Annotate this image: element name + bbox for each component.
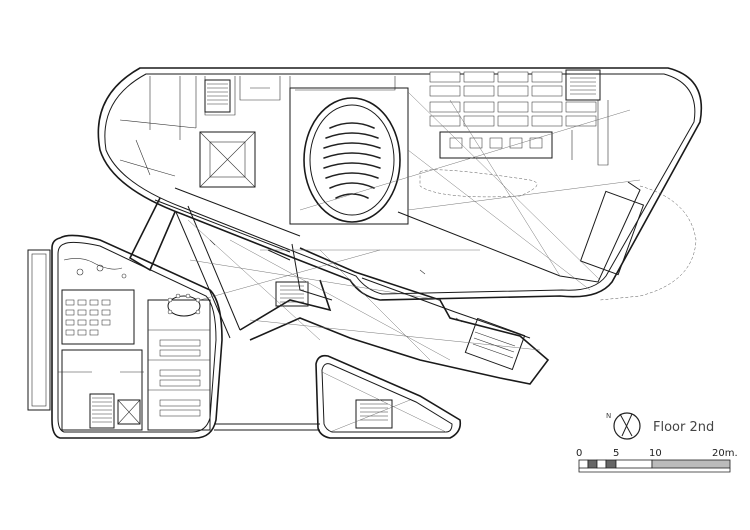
north-arrow-icon: N: [606, 412, 641, 440]
scale-tick-20: 20m.: [712, 448, 738, 459]
upper-wing: [97, 67, 702, 301]
scale-bar: 0 5 10 20m.: [576, 448, 738, 473]
lower-wedge: [315, 354, 462, 439]
scale-tick-0: 0: [576, 448, 582, 459]
study-desks: [429, 71, 597, 159]
auditorium-seating: [323, 122, 381, 199]
floor-label: Floor 2nd: [653, 420, 714, 435]
scale-tick-5: 5: [613, 448, 619, 459]
north-label: N: [606, 412, 611, 420]
classroom-seats: [65, 299, 111, 336]
lower-left-wing: [27, 234, 223, 439]
scale-tick-10: 10: [649, 448, 662, 459]
meeting-tables: [159, 293, 201, 417]
